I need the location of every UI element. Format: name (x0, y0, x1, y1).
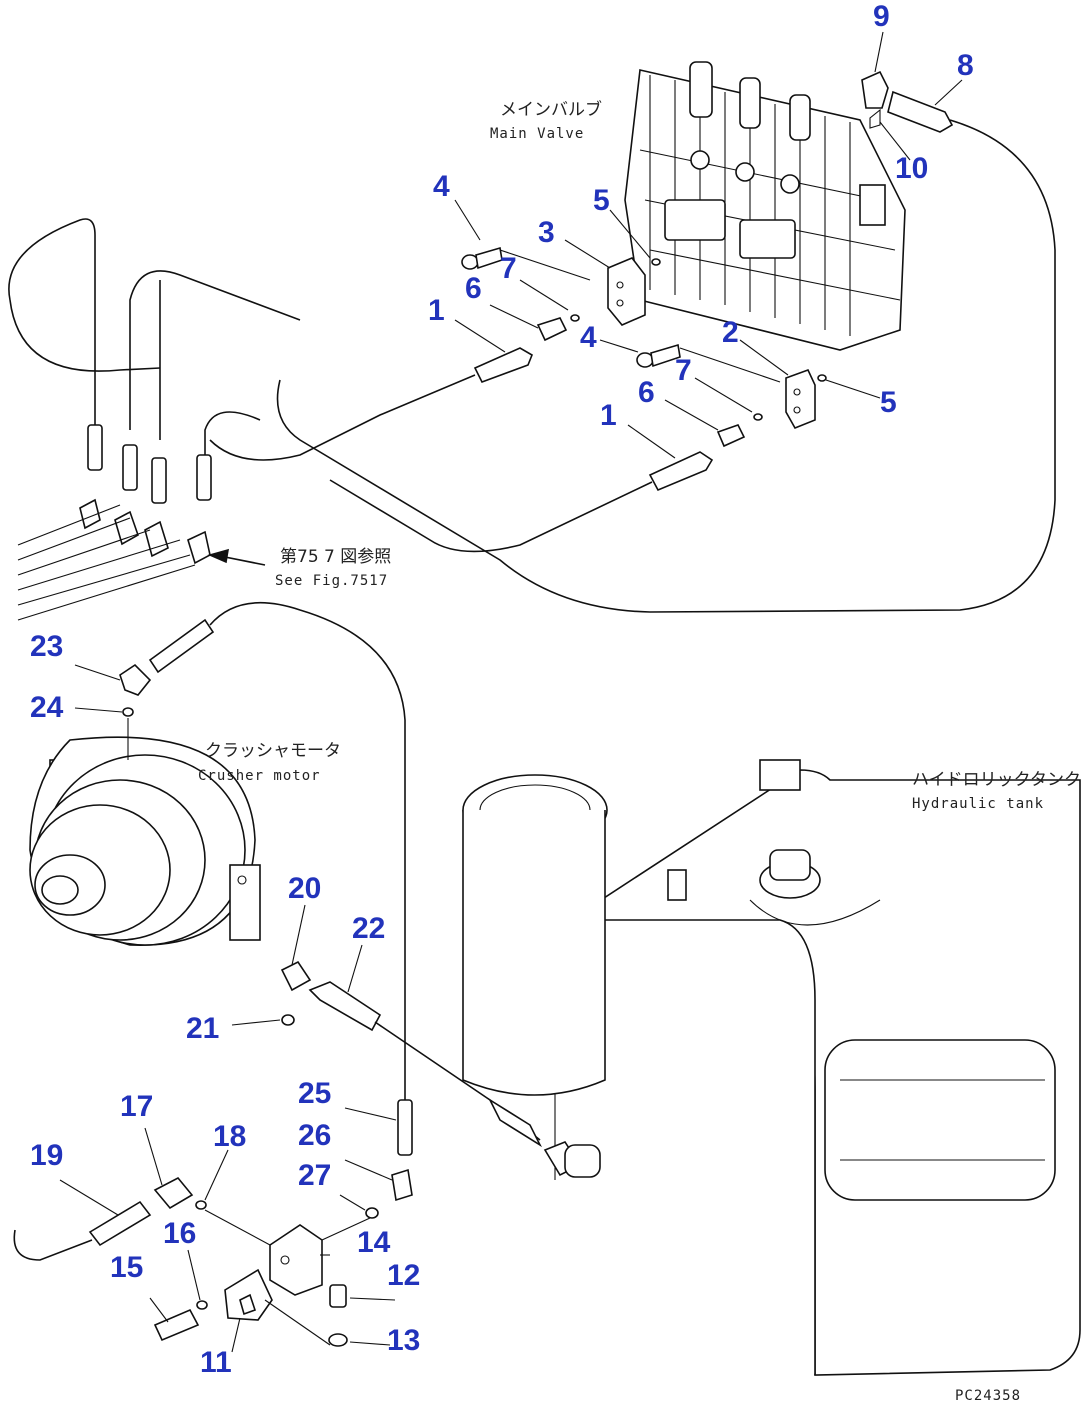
crusher-motor (29, 736, 261, 946)
callout-4a: 4 (433, 170, 450, 203)
tank-bracket (759, 759, 801, 791)
valve-block-3 (607, 257, 646, 326)
callout-6a: 6 (465, 272, 482, 305)
leader-11-13 (264, 1299, 331, 1346)
valve-block-2 (785, 368, 816, 430)
block-14 (269, 1224, 323, 1296)
oring-27 (365, 1207, 379, 1219)
callout-2: 2 (722, 316, 739, 349)
tank-fitting (667, 869, 687, 901)
callout-14: 14 (357, 1226, 391, 1259)
elbow-26 (391, 1168, 413, 1202)
crusher-motor-caption-jp: クラッシャモータ (205, 741, 341, 761)
callout-5b: 5 (880, 386, 897, 419)
callout-20: 20 (288, 872, 321, 905)
callouts: 9 8 10 4 5 3 7 6 1 4 2 7 6 5 1 23 24 20 … (30, 0, 974, 1379)
callout-4b: 4 (580, 321, 597, 354)
callout-19: 19 (30, 1139, 63, 1172)
callout-9: 9 (873, 0, 890, 33)
callout-15: 15 (110, 1251, 143, 1284)
washer-13 (328, 1333, 348, 1347)
fitting-9 (861, 70, 889, 109)
hose-1b (329, 451, 714, 553)
callout-26: 26 (298, 1119, 331, 1152)
leader-lines (59, 31, 963, 1353)
callout-18: 18 (213, 1120, 246, 1153)
oring-18 (195, 1200, 207, 1210)
hose-1a (209, 347, 533, 461)
callout-8: 8 (957, 49, 974, 82)
hose-8 (276, 90, 1056, 613)
main-valve-caption-en: Main Valve (490, 126, 584, 142)
leader-4b-block (679, 347, 781, 383)
callout-27: 27 (298, 1159, 331, 1192)
bolt-4b (636, 343, 681, 368)
hydraulic-tank-caption-jp: ハイドロリックタンク (912, 770, 1081, 790)
crusher-motor-caption-en: Crusher motor (198, 768, 321, 784)
callout-3: 3 (538, 216, 555, 249)
oring-5a (651, 258, 661, 266)
callout-13: 13 (387, 1324, 420, 1357)
oring-7b (753, 413, 763, 421)
hose-25 (397, 1099, 413, 1156)
hydraulic-tank (554, 769, 1081, 1376)
hydraulic-tank-caption-en: Hydraulic tank (912, 796, 1044, 812)
main-valve (624, 61, 906, 351)
callout-22: 22 (352, 912, 385, 945)
hose-bundle (8, 218, 301, 621)
callout-21: 21 (186, 1012, 219, 1045)
tank-cap (749, 849, 881, 926)
callout-10: 10 (895, 152, 928, 185)
callout-16: 16 (163, 1217, 196, 1250)
see-fig-arrowhead (207, 548, 229, 564)
callout-7b: 7 (675, 354, 692, 387)
callout-12: 12 (387, 1259, 420, 1292)
callout-23: 23 (30, 630, 63, 663)
callout-1b: 1 (600, 399, 617, 432)
main-valve-caption-jp: メインバルブ (500, 99, 602, 120)
oring-7a (570, 314, 580, 322)
oring-10 (869, 108, 881, 129)
callout-5a: 5 (593, 184, 610, 217)
see-fig-caption-en: See Fig.7517 (275, 573, 388, 589)
leader-14 (204, 1209, 371, 1246)
fitting-6a (536, 317, 568, 342)
drawing-code: PC24358 (955, 1388, 1021, 1404)
callout-6b: 6 (638, 376, 655, 409)
bracket-11 (224, 1268, 273, 1321)
callout-17: 17 (120, 1090, 153, 1123)
oring-16 (196, 1300, 208, 1310)
fitting-15 (153, 1308, 200, 1342)
elbow-23 (119, 601, 406, 1100)
leader-4a-block (499, 249, 591, 281)
callout-24: 24 (30, 691, 64, 724)
callout-1a: 1 (428, 294, 445, 327)
oring-5b (817, 374, 827, 382)
oring-24 (122, 707, 134, 717)
return-filter (462, 774, 608, 1096)
elbow-20 (280, 960, 312, 992)
callout-25: 25 (298, 1077, 331, 1110)
hose-19 (13, 1200, 152, 1261)
see-fig-caption-jp: 第75 7 図参照 (280, 547, 391, 567)
callout-7a: 7 (500, 252, 517, 285)
bolt-4a (461, 246, 503, 270)
callout-11: 11 (200, 1346, 232, 1379)
bolt-12 (329, 1284, 347, 1308)
oring-21 (281, 1014, 295, 1026)
fitting-6b (716, 424, 746, 448)
elbow-17 (153, 1176, 194, 1210)
hose-22 (308, 981, 601, 1178)
